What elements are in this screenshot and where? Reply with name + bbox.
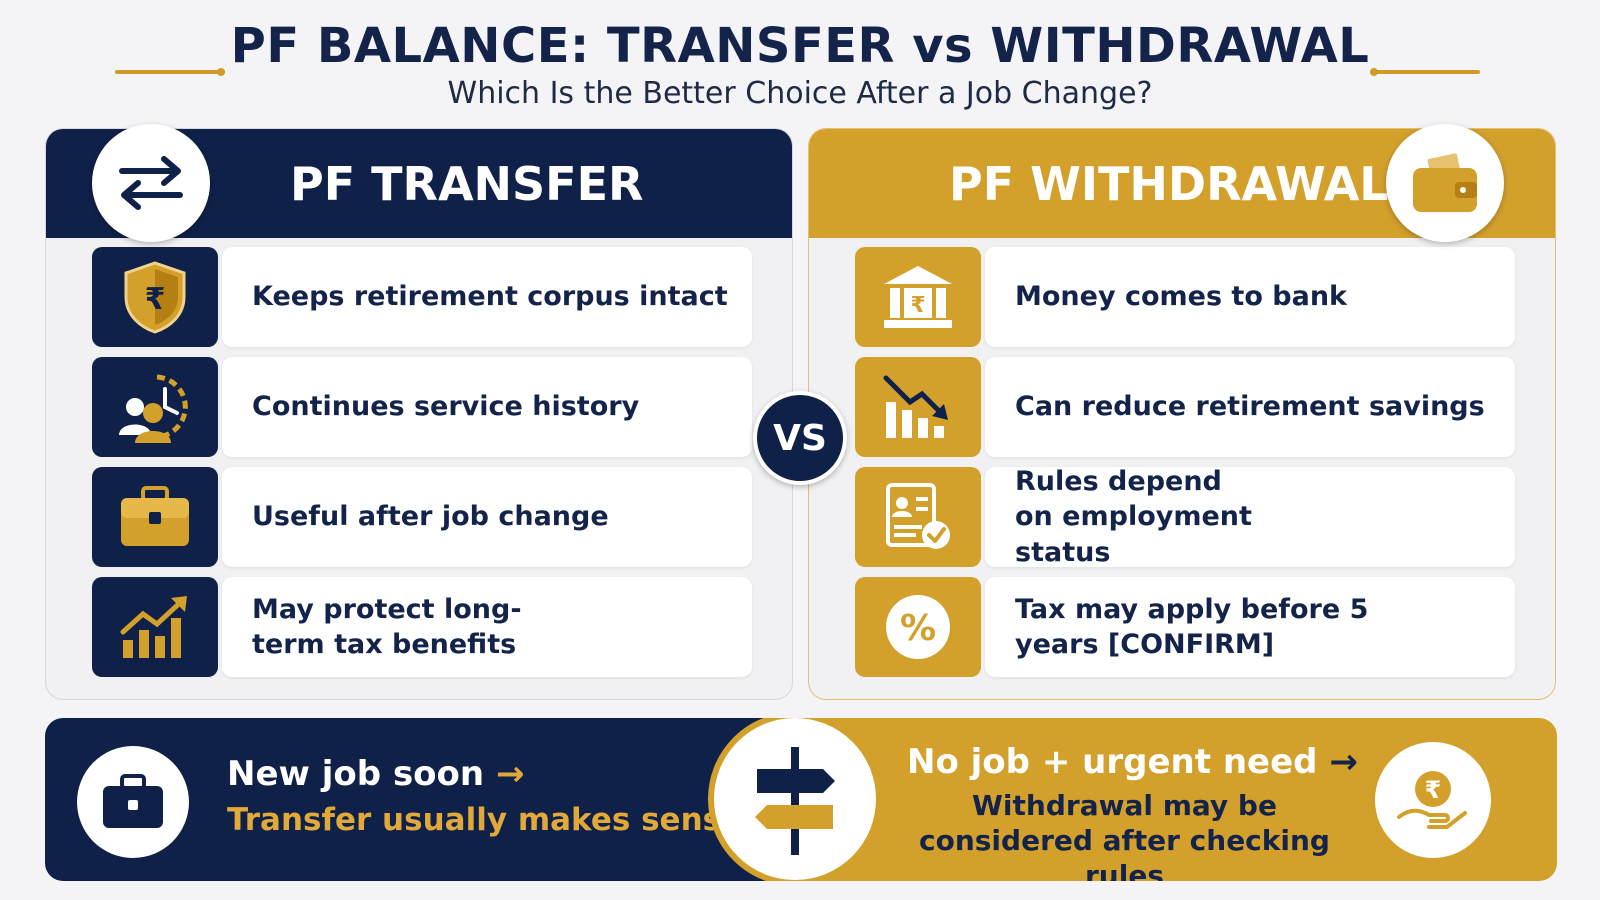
svg-text:₹: ₹ <box>145 282 166 317</box>
transfer-item-label: May protect long-term tax benefits <box>222 577 752 677</box>
decor-rule-right <box>1370 70 1480 74</box>
banner-left-advice: Transfer usually makes sense <box>227 802 743 838</box>
page-title: PF BALANCE: TRANSFER vs WITHDRAWAL <box>230 18 1370 74</box>
transfer-item: ₹ Keeps retirement corpus intact <box>92 247 752 347</box>
banner-left-heading-text: New job soon <box>227 754 485 794</box>
bank-icon: ₹ <box>855 247 981 347</box>
banner-left-heading: New job soon → <box>227 754 524 794</box>
withdrawal-item: ₹ Money comes to bank <box>855 247 1515 347</box>
document-check-icon <box>855 467 981 567</box>
transfer-item-label: Continues service history <box>222 357 752 457</box>
percent-icon: % <box>855 577 981 677</box>
declining-chart-icon <box>855 357 981 457</box>
withdrawal-item: Can reduce retirement savings <box>855 357 1515 457</box>
transfer-item-label: Useful after job change <box>222 467 752 567</box>
briefcase-icon <box>92 467 218 567</box>
withdrawal-item: Rules depend on employment status <box>855 466 1515 568</box>
banner-right-advice: Withdrawal may be considered after check… <box>919 789 1330 881</box>
withdrawal-item-label: Money comes to bank <box>985 247 1515 347</box>
transfer-item: May protect long-term tax benefits <box>92 577 752 677</box>
transfer-panel-title: PF TRANSFER <box>290 157 644 211</box>
svg-text:%: % <box>900 608 936 649</box>
wallet-icon <box>1386 124 1504 242</box>
rupee-shield-icon: ₹ <box>92 247 218 347</box>
banner-right-heading: No job + urgent need → <box>907 742 1358 782</box>
withdrawal-item-label: Rules depend on employment status <box>985 466 1515 568</box>
signpost-icon <box>708 718 882 881</box>
svg-text:₹: ₹ <box>910 293 925 318</box>
rupee-hand-icon: ₹ <box>1375 742 1491 858</box>
withdrawal-item-label: Can reduce retirement savings <box>985 357 1515 457</box>
decor-dot-left <box>217 68 225 76</box>
withdrawal-item-label: Tax may apply before 5 years [CONFIRM] <box>985 577 1515 677</box>
header: PF BALANCE: TRANSFER vs WITHDRAWAL Which… <box>0 0 1600 125</box>
people-clock-icon <box>92 357 218 457</box>
arrow-right-icon: → <box>495 754 525 794</box>
arrow-right-icon: → <box>1329 742 1358 782</box>
decor-rule-left <box>115 70 225 74</box>
transfer-item-label: Keeps retirement corpus intact <box>222 247 752 347</box>
vs-badge: VS <box>753 391 847 485</box>
transfer-panel: PF TRANSFER ₹ Keeps retirement corpus in… <box>45 128 793 700</box>
recommendation-banner: New job soon → Transfer usually makes se… <box>45 718 1557 881</box>
briefcase-icon <box>77 746 189 858</box>
transfer-item: Useful after job change <box>92 467 752 567</box>
growth-chart-icon <box>92 577 218 677</box>
withdrawal-panel-title: PF WITHDRAWAL <box>949 157 1389 211</box>
svg-text:₹: ₹ <box>1425 776 1442 804</box>
banner-right-heading-text: No job + urgent need <box>907 742 1318 782</box>
transfer-arrows-icon <box>92 124 210 242</box>
withdrawal-item: % Tax may apply before 5 years [CONFIRM] <box>855 577 1515 677</box>
transfer-item: Continues service history <box>92 357 752 457</box>
page-subtitle: Which Is the Better Choice After a Job C… <box>447 76 1153 111</box>
